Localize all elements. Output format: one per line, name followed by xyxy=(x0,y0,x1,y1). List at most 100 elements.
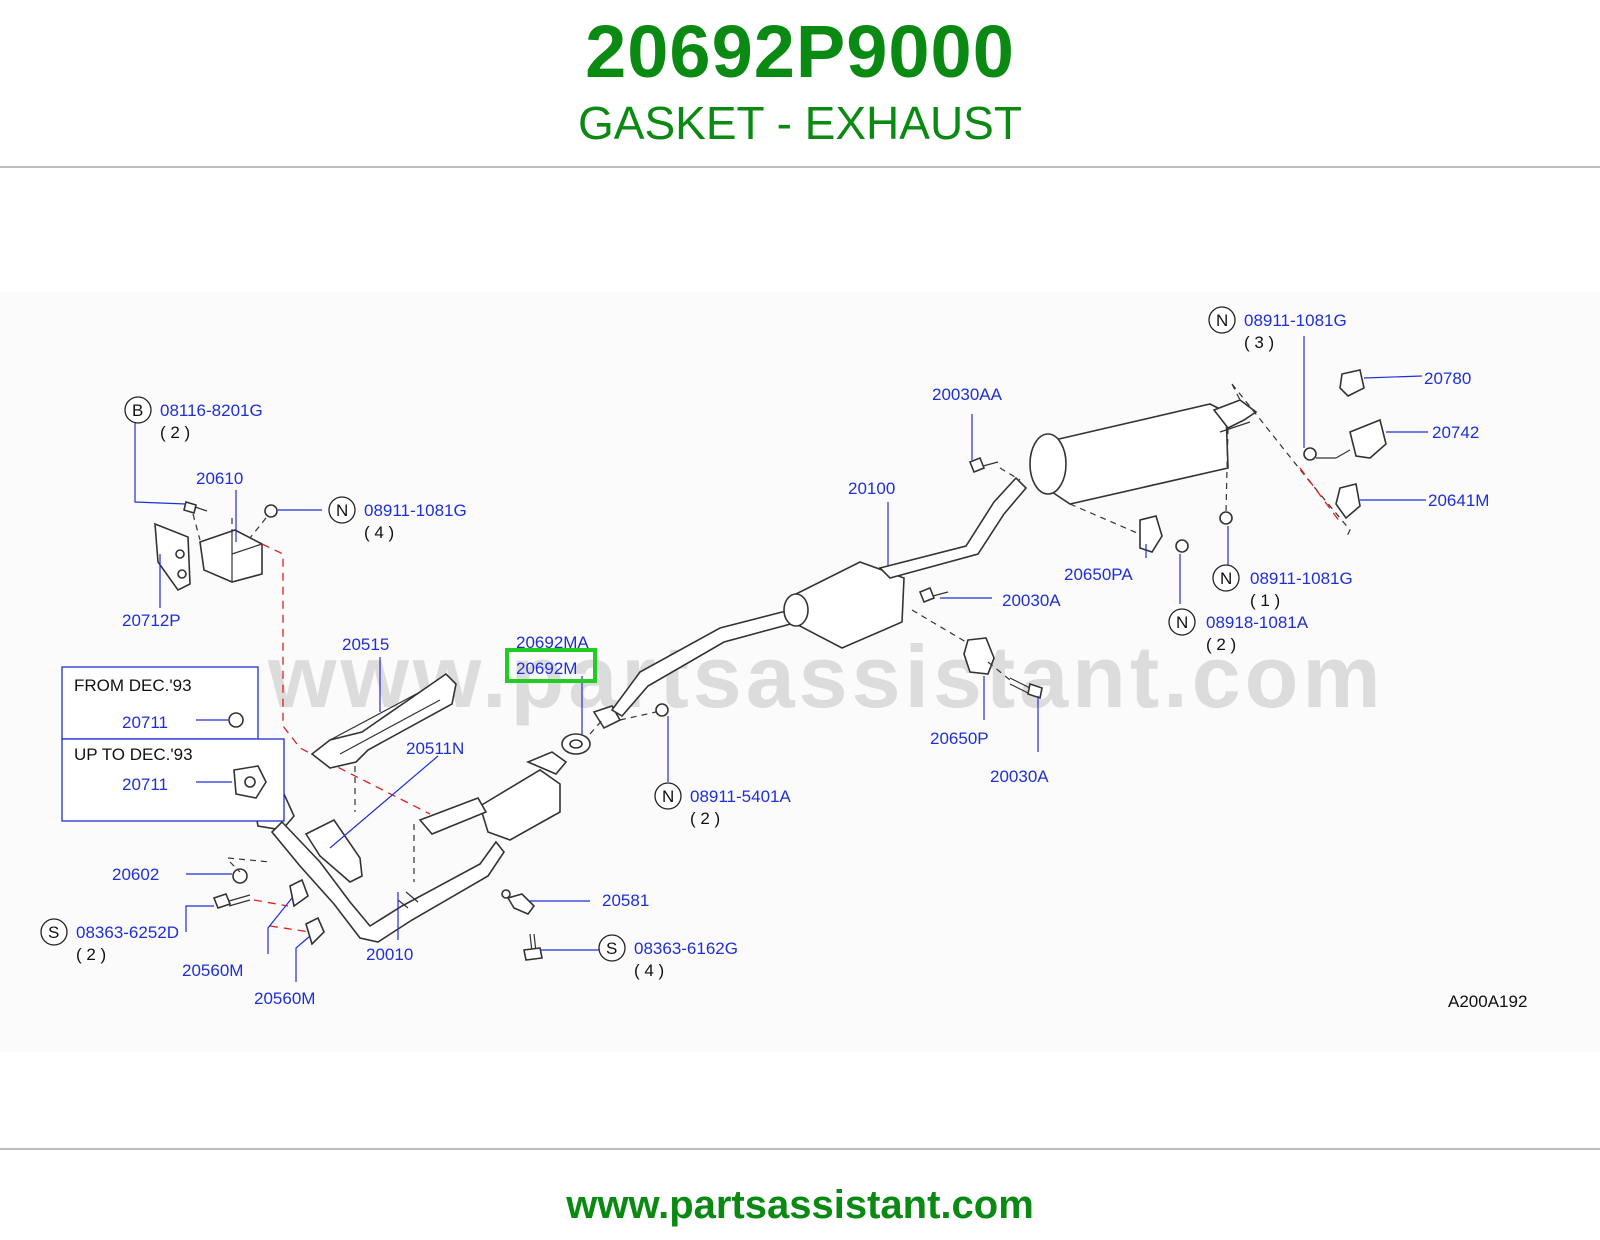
label-20780[interactable]: 20780 xyxy=(1424,369,1471,388)
bracket-20712p-drawing xyxy=(154,522,263,592)
callout-n-08918[interactable]: N 08918-1081A ( 2 ) xyxy=(1168,608,1309,654)
inset-from-label: FROM DEC.'93 xyxy=(74,676,192,695)
label-20100[interactable]: 20100 xyxy=(848,479,895,498)
callout-letter-circle xyxy=(1212,564,1240,592)
callout-n-08911-5401[interactable]: N 08911-5401A ( 2 ) xyxy=(654,782,791,828)
nut-08911-5401-drawing xyxy=(655,703,669,717)
callout-letter: S xyxy=(48,923,59,942)
callout-qty: ( 2 ) xyxy=(76,945,106,964)
label-20602[interactable]: 20602 xyxy=(112,865,159,884)
callout-number[interactable]: 08116-8201G xyxy=(160,401,263,420)
diagram-canvas: www.partsassistant.com xyxy=(40,306,1527,1011)
callout-letter: S xyxy=(606,939,617,958)
label-20692ma[interactable]: 20692MA xyxy=(516,633,589,652)
label-20650p[interactable]: 20650P xyxy=(930,729,989,748)
callout-letter: N xyxy=(1176,613,1188,632)
inset-from-dec93: FROM DEC.'93 20711 xyxy=(61,666,259,740)
callout-n-08911-1[interactable]: N 08911-1081G ( 1 ) xyxy=(1212,564,1353,610)
part-number-title: 20692P9000 xyxy=(585,10,1015,93)
main-muffler-drawing xyxy=(1029,399,1258,505)
bolt-20030a-lower-drawing xyxy=(1009,677,1043,700)
label-20610[interactable]: 20610 xyxy=(196,469,243,488)
callout-s-08363-6162g[interactable]: S 08363-6162G ( 4 ) xyxy=(598,934,738,980)
callout-letter: N xyxy=(1216,311,1228,330)
center-muffler-20100-drawing xyxy=(610,476,1028,718)
label-20515[interactable]: 20515 xyxy=(342,635,389,654)
bolt-20030aa-drawing xyxy=(968,456,999,474)
watermark-text: www.partsassistant.com xyxy=(267,627,1385,726)
nut-08911-drawing xyxy=(264,504,278,518)
bolt-20030a-drawing xyxy=(918,586,949,604)
insulator-20641m-drawing xyxy=(1335,483,1361,520)
callout-letter: N xyxy=(1220,569,1232,588)
label-20560m-b[interactable]: 20560M xyxy=(254,989,315,1008)
bracket-20742-drawing xyxy=(1316,418,1387,459)
grommet-20780-drawing xyxy=(1339,369,1365,397)
label-20030a-lower[interactable]: 20030A xyxy=(990,767,1049,786)
callout-letter: B xyxy=(132,401,143,420)
label-20030a-upper[interactable]: 20030A xyxy=(1002,591,1061,610)
part-name-subtitle: GASKET - EXHAUST xyxy=(578,97,1022,149)
heat-shield-20511n-drawing xyxy=(304,818,363,883)
gasket-20692m-drawing xyxy=(561,733,591,755)
clamp-20560m-a-drawing xyxy=(289,878,309,908)
callout-n-08911-4[interactable]: N 08911-1081G ( 4 ) xyxy=(328,496,467,542)
label-20641m[interactable]: 20641M xyxy=(1428,491,1489,510)
label-20560m-a[interactable]: 20560M xyxy=(182,961,243,980)
header-divider xyxy=(0,166,1600,168)
hanger-20650p-drawing xyxy=(963,637,995,675)
callout-number[interactable]: 08911-5401A xyxy=(690,787,791,806)
label-20742[interactable]: 20742 xyxy=(1432,423,1479,442)
footer-divider xyxy=(0,1148,1600,1150)
hanger-20650pa-drawing xyxy=(1139,515,1189,553)
callout-letter: N xyxy=(336,501,348,520)
label-20010[interactable]: 20010 xyxy=(366,945,413,964)
bolt-08363-6252d-drawing xyxy=(212,893,251,909)
callout-number[interactable]: 08363-6162G xyxy=(634,939,738,958)
label-20712p[interactable]: 20712P xyxy=(122,611,181,630)
label-20692m[interactable]: 20692M xyxy=(516,659,577,678)
callout-letter-circle xyxy=(1208,306,1236,334)
callout-s-08363-6252d[interactable]: S 08363-6252D ( 2 ) xyxy=(40,918,179,964)
label-20650pa[interactable]: 20650PA xyxy=(1064,565,1133,584)
inset-from-part: 20711 xyxy=(122,713,168,732)
callout-letter-circle xyxy=(124,396,152,424)
callout-qty: ( 4 ) xyxy=(634,961,664,980)
callout-number[interactable]: 08911-1081G xyxy=(1244,311,1347,330)
label-20511n[interactable]: 20511N xyxy=(406,739,464,758)
callout-qty: ( 2 ) xyxy=(1206,635,1236,654)
callout-qty: ( 2 ) xyxy=(690,809,720,828)
callout-qty: ( 1 ) xyxy=(1250,591,1280,610)
header: 20692P9000 GASKET - EXHAUST xyxy=(0,0,1600,168)
callout-number[interactable]: 08911-1081G xyxy=(1250,569,1353,588)
clamp-20560m-b-drawing xyxy=(305,916,325,946)
inset-upto-part: 20711 xyxy=(122,775,168,794)
diagram-code: A200A192 xyxy=(1448,992,1527,1011)
inset-upto-label: UP TO DEC.'93 xyxy=(74,745,193,764)
nut-08911-rear-drawing xyxy=(1219,511,1233,525)
heat-shield-20515-drawing xyxy=(310,672,457,769)
callout-n-08911-3[interactable]: N 08911-1081G ( 3 ) xyxy=(1208,306,1347,352)
callout-qty: ( 2 ) xyxy=(160,423,190,442)
callout-number[interactable]: 08363-6252D xyxy=(76,923,179,942)
exhaust-parts-diagram: www.partsassistant.com xyxy=(0,292,1600,1052)
callout-qty: ( 3 ) xyxy=(1244,333,1274,352)
bolt-08363-6162g-drawing xyxy=(523,933,543,961)
callout-number[interactable]: 08918-1081A xyxy=(1206,613,1309,632)
highlight-box-20692m xyxy=(505,648,597,683)
callout-letter-circle xyxy=(598,934,626,962)
callout-number[interactable]: 08911-1081G xyxy=(364,501,467,520)
label-20030aa[interactable]: 20030AA xyxy=(932,385,1003,404)
nut-08911-upper-drawing xyxy=(1303,447,1317,461)
callout-b-08116[interactable]: B 08116-8201G ( 2 ) xyxy=(124,396,263,442)
leader-lines xyxy=(134,336,1428,982)
callout-letter: N xyxy=(662,787,674,806)
stud-20602-drawing xyxy=(232,868,248,884)
callout-qty: ( 4 ) xyxy=(364,523,394,542)
label-20581[interactable]: 20581 xyxy=(602,891,649,910)
callout-letter-circle xyxy=(328,496,356,524)
bolt-08116-drawing xyxy=(183,500,208,515)
inset-upto-dec93: UP TO DEC.'93 20711 xyxy=(61,738,285,822)
footer-website-link[interactable]: www.partsassistant.com xyxy=(566,1183,1034,1227)
callout-letter-circle xyxy=(1168,608,1196,636)
